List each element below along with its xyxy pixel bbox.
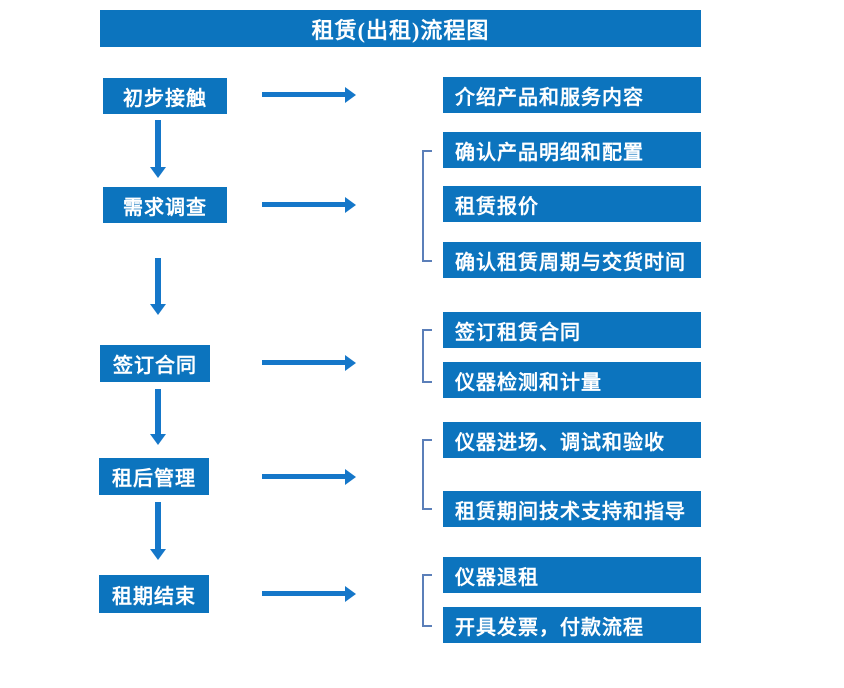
arrow-shaft <box>155 120 161 167</box>
output-box-rental-tech-support: 租赁期间技术支持和指导 <box>443 491 701 527</box>
step-box-post-rental-management: 租后管理 <box>99 458 209 495</box>
arrow-head <box>345 355 356 371</box>
output-box-instrument-inspection: 仪器检测和计量 <box>443 362 701 398</box>
arrow-head <box>345 87 356 103</box>
right-arrow-icon-1 <box>262 87 356 103</box>
arrow-shaft <box>262 360 345 365</box>
output-box-instrument-return: 仪器退租 <box>443 557 701 593</box>
arrow-shaft <box>155 389 161 434</box>
output-box-rental-quote: 租赁报价 <box>443 186 701 222</box>
down-arrow-icon-4 <box>150 502 166 560</box>
step-box-initial-contact: 初步接触 <box>103 78 227 114</box>
step-box-rental-end: 租期结束 <box>99 575 209 613</box>
arrow-shaft <box>262 591 345 596</box>
step-box-sign-contract: 签订合同 <box>100 345 210 382</box>
output-box-instrument-arrival: 仪器进场、调试和验收 <box>443 422 701 458</box>
output-box-confirm-rental-period: 确认租赁周期与交货时间 <box>443 242 701 278</box>
arrow-shaft <box>155 258 161 304</box>
output-box-invoice-payment: 开具发票，付款流程 <box>443 607 701 643</box>
right-arrow-icon-5 <box>262 586 356 602</box>
flowchart-title: 租赁(出租)流程图 <box>100 10 701 47</box>
group-bracket-post-rental <box>422 439 432 510</box>
arrow-shaft <box>262 202 345 207</box>
right-arrow-icon-3 <box>262 355 356 371</box>
down-arrow-icon-3 <box>150 389 166 445</box>
output-box-confirm-product-details: 确认产品明细和配置 <box>443 132 701 168</box>
arrow-head <box>345 197 356 213</box>
group-bracket-rental-end <box>422 574 432 627</box>
output-box-sign-rental-contract: 签订租赁合同 <box>443 312 701 348</box>
arrow-shaft <box>262 92 345 97</box>
output-box-intro-products: 介绍产品和服务内容 <box>443 77 701 113</box>
arrow-head <box>345 586 356 602</box>
arrow-head <box>345 469 356 485</box>
step-box-demand-survey: 需求调查 <box>103 187 227 223</box>
arrow-shaft <box>155 502 161 549</box>
arrow-head <box>150 167 166 178</box>
right-arrow-icon-4 <box>262 469 356 485</box>
down-arrow-icon-1 <box>150 120 166 178</box>
arrow-head <box>150 304 166 315</box>
down-arrow-icon-2 <box>150 258 166 315</box>
group-bracket-sign-contract <box>422 329 432 383</box>
arrow-head <box>150 434 166 445</box>
arrow-head <box>150 549 166 560</box>
group-bracket-demand-survey <box>422 150 432 262</box>
arrow-shaft <box>262 474 345 479</box>
right-arrow-icon-2 <box>262 197 356 213</box>
